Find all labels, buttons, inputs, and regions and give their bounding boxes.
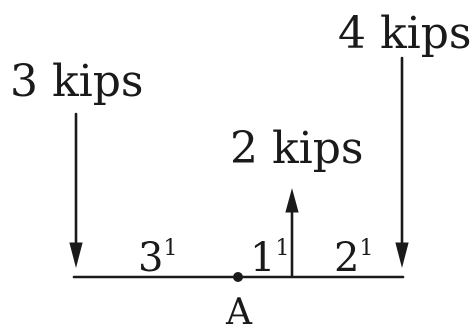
force-4-kips-arrowhead <box>395 242 409 268</box>
span-right-mark: 1 <box>359 236 373 261</box>
force-2-kips-arrowhead <box>285 188 299 213</box>
span-middle-value: 1 <box>250 235 275 281</box>
force-4-kips: 4 kips <box>338 8 471 268</box>
point-a-label: A <box>225 292 253 333</box>
span-right-value: 2 <box>334 235 359 281</box>
span-label-middle: 11 <box>250 235 289 281</box>
span-label-right: 21 <box>334 235 373 281</box>
force-3-kips-label: 3 kips <box>10 56 143 107</box>
point-a-marker <box>233 272 243 282</box>
force-3-kips-arrowhead <box>69 242 83 268</box>
span-middle-mark: 1 <box>275 236 289 261</box>
force-2-kips-label: 2 kips <box>230 123 363 174</box>
span-label-left: 31 <box>138 235 177 281</box>
force-2-kips: 2 kips <box>230 123 363 277</box>
span-left-value: 3 <box>138 235 163 281</box>
force-3-kips: 3 kips <box>10 56 143 268</box>
point-a: A <box>225 272 253 333</box>
span-left-mark: 1 <box>163 236 177 261</box>
force-4-kips-label: 4 kips <box>338 8 471 59</box>
